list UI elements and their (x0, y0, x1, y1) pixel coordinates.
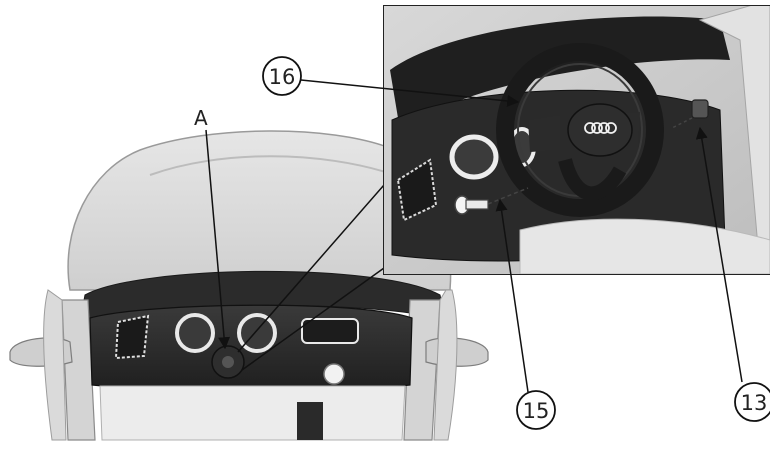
callout-16: 16 (262, 56, 520, 107)
car-body (9, 130, 489, 441)
callout-a: A (194, 106, 231, 350)
detail-inset (383, 5, 770, 275)
nut-13-icon (671, 99, 709, 129)
label-a: A (194, 106, 208, 130)
steering-wheel (496, 43, 664, 217)
callout-15: 15 (495, 198, 556, 430)
zoom-wedge (237, 184, 385, 371)
label-13: 13 (741, 391, 768, 415)
callout-13: 13 (695, 126, 770, 422)
screw-15-icon (454, 187, 529, 215)
label-15: 15 (523, 399, 550, 423)
four-ring-logo-icon (584, 122, 617, 134)
label-16: 16 (269, 65, 296, 89)
